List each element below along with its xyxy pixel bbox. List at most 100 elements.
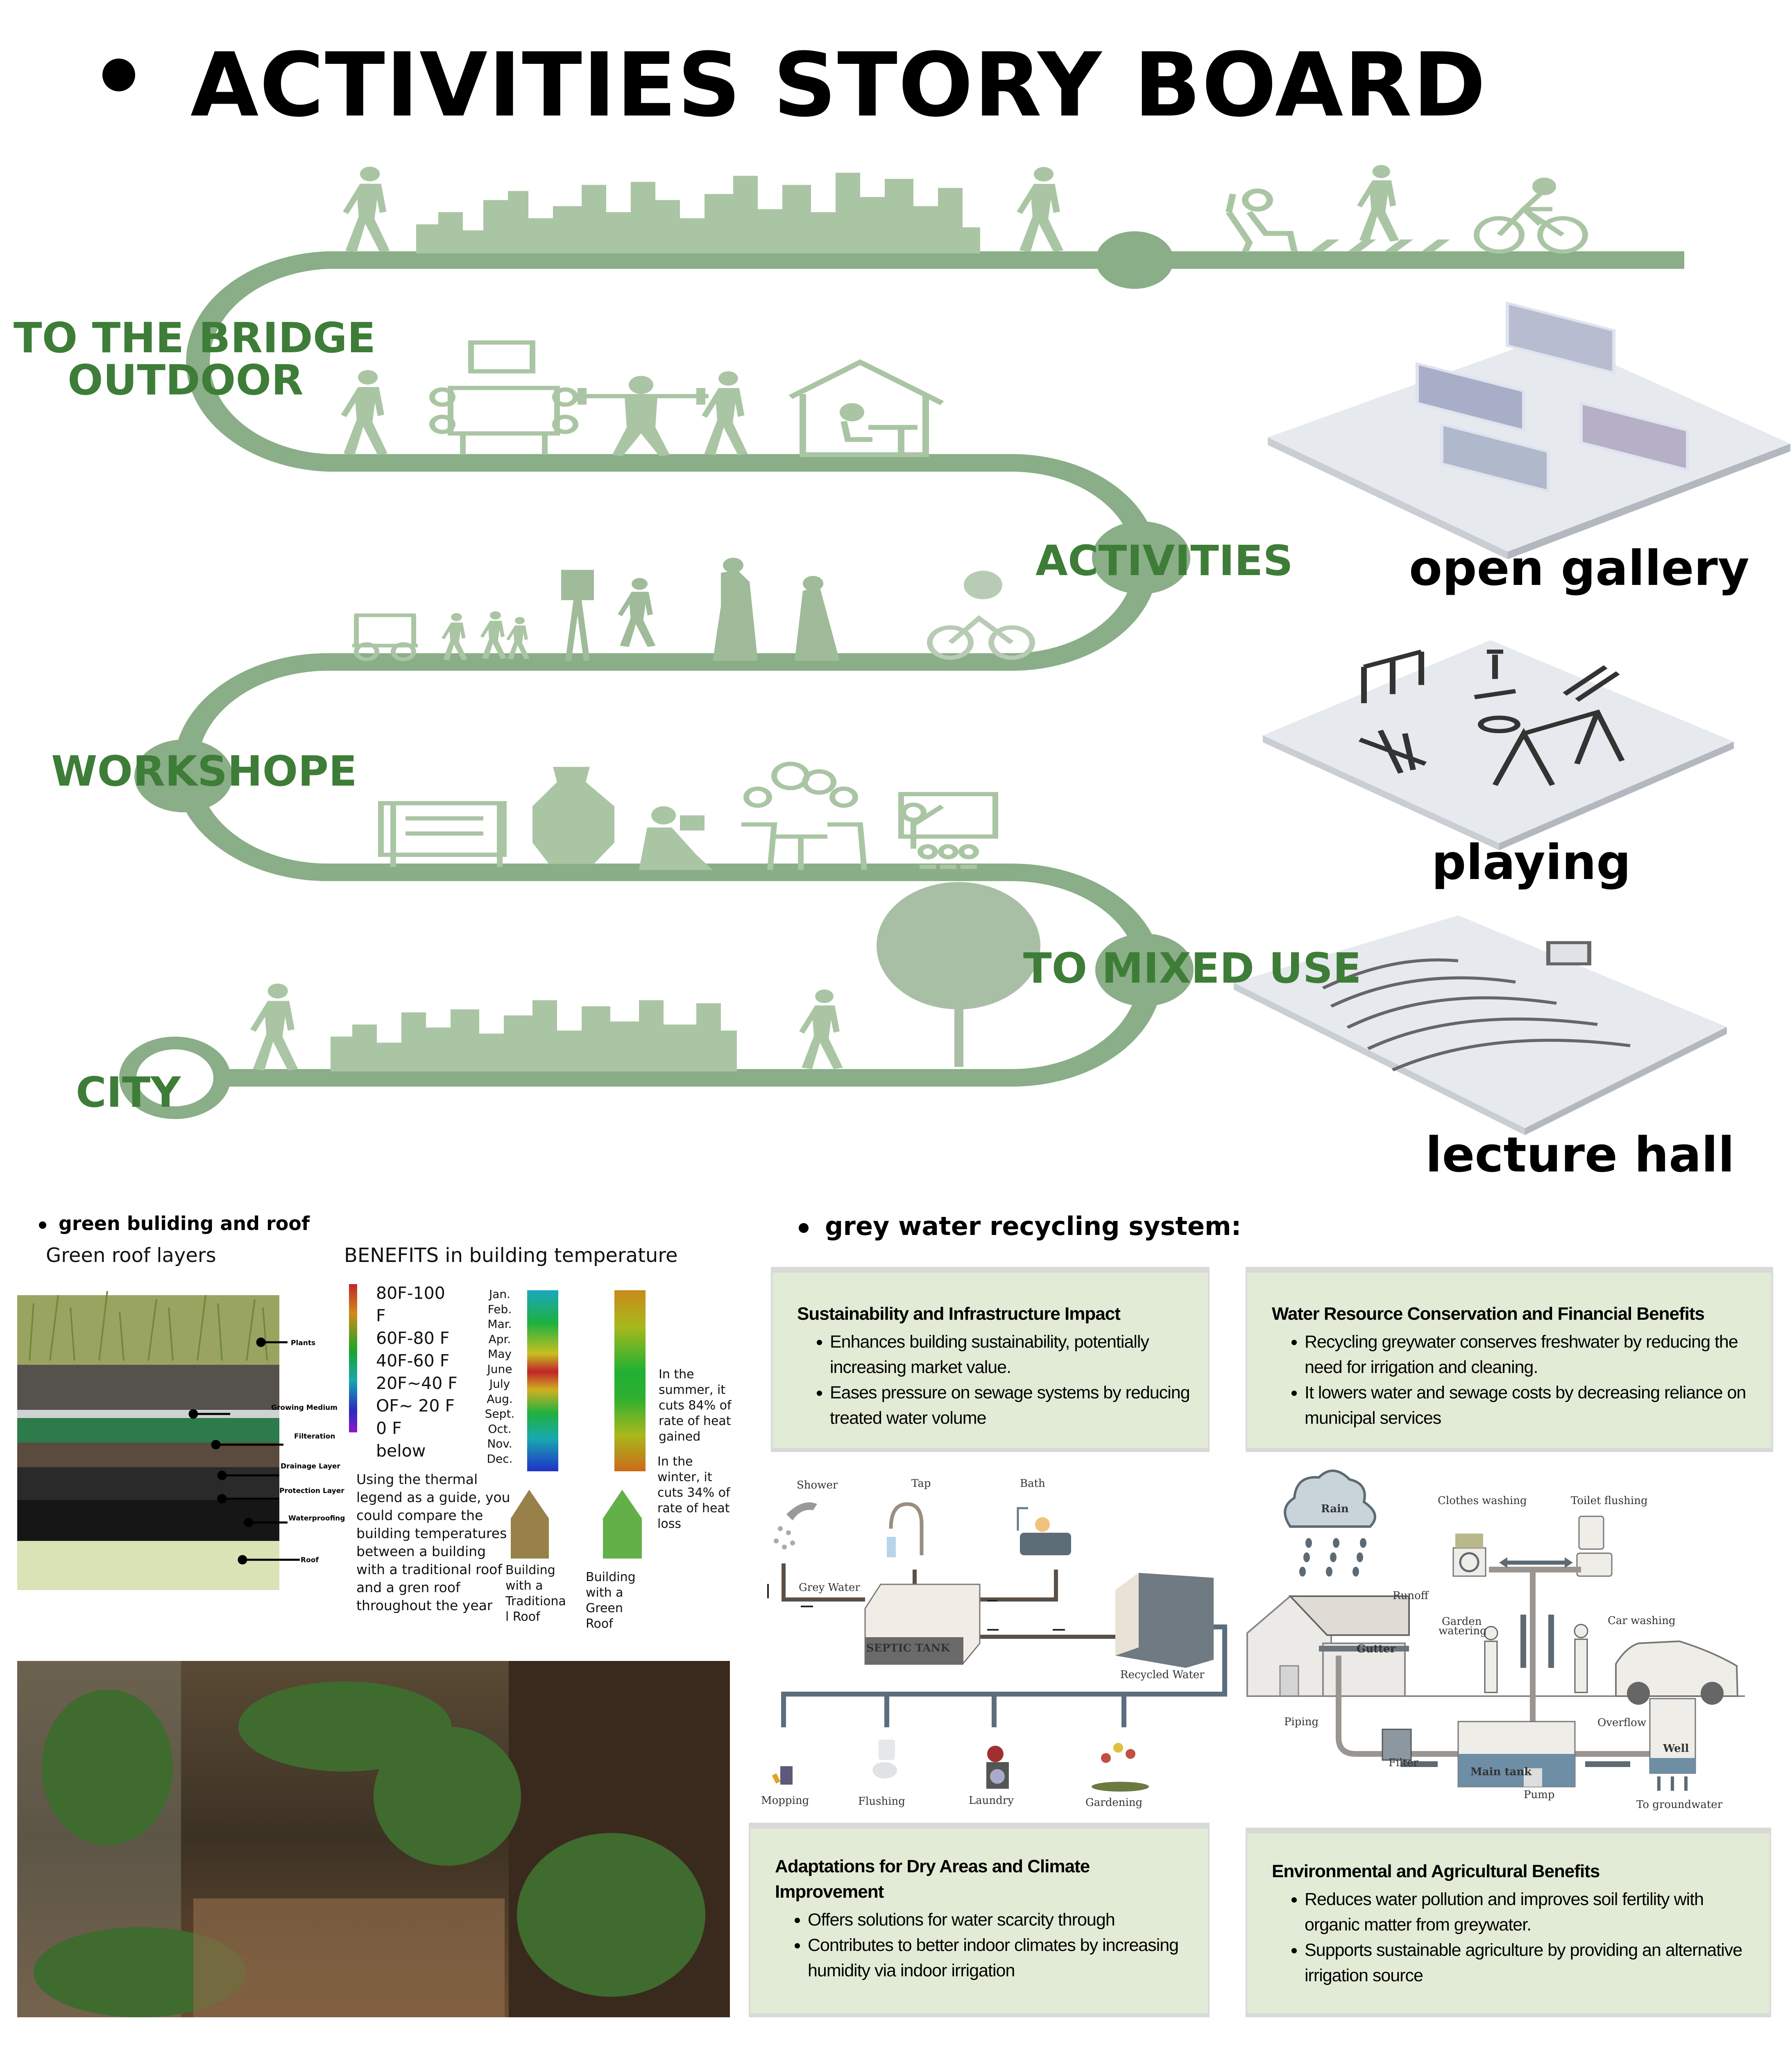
car-icon — [1615, 1640, 1739, 1705]
lecture-hall-illustration — [1234, 915, 1727, 1135]
mop-icon — [772, 1766, 793, 1785]
green-roof-house-icon — [603, 1490, 642, 1559]
septic-tank-label: SEPTIC TANK — [866, 1642, 950, 1654]
reading-child-icon — [639, 806, 713, 870]
card-title: Adaptations for Dry Areas and Climate Im… — [775, 1856, 1090, 1902]
card-bullet: Reduces water pollution and improves soi… — [1305, 1887, 1757, 1937]
month-label: July — [489, 1377, 510, 1391]
label-outdoor: OUTDOOR — [68, 356, 304, 405]
route-line — [174, 251, 1684, 1087]
relaxing-person-icon — [1226, 188, 1298, 253]
skyline-icon — [416, 172, 980, 254]
label-overflow: Overflow — [1597, 1717, 1646, 1729]
month-label: Feb. — [487, 1302, 512, 1316]
vase-icon — [532, 767, 614, 864]
painter-icon — [561, 570, 656, 661]
venue-label-playing: playing — [1432, 834, 1631, 890]
loom-icon — [378, 801, 507, 867]
label-clothes-washing: Clothes washing — [1438, 1495, 1527, 1507]
layer-label-growing-medium: Growing Medium — [271, 1404, 338, 1412]
cyclist-icon — [1474, 177, 1588, 254]
shower-icon — [774, 1502, 817, 1550]
label-main-tank: Main tank — [1470, 1766, 1532, 1778]
label-watering: watering — [1439, 1625, 1487, 1637]
legend-label: OF~ 20 F — [376, 1396, 455, 1416]
label-to-groundwater: To groundwater — [1636, 1799, 1723, 1811]
benefits-title: BENEFITS in building temperature — [344, 1244, 678, 1267]
card-sustainability: Sustainability and Infrastructure Impact… — [771, 1267, 1210, 1452]
layer-label-drainage: Drainage Layer — [281, 1462, 340, 1470]
page-title-text: ACTIVITIES STORY BOARD — [190, 34, 1487, 136]
month-label: Dec. — [487, 1452, 513, 1466]
month-label: Apr. — [488, 1332, 511, 1346]
card-bullet: Supports sustainable agriculture by prov… — [1305, 1937, 1757, 1988]
temperature-legend-bar — [349, 1284, 357, 1432]
city-skyline-icon — [331, 1000, 737, 1072]
month-label: Jan. — [489, 1287, 511, 1301]
label-shower: Shower — [797, 1479, 838, 1491]
temperature-legend-labels: 80F-100 F 60F-80 F 40F-60 F 20F~40 F OF~… — [376, 1282, 458, 1462]
legend-label: 80F-100 — [376, 1283, 445, 1303]
musicians-icon — [713, 555, 840, 661]
legend-label: 40F-60 F — [376, 1351, 450, 1371]
septic-tank-icon — [864, 1584, 981, 1665]
tree-icon — [877, 882, 1040, 1067]
page-title: ACTIVITIES STORY BOARD — [102, 41, 1486, 129]
venue-illustrations — [1234, 301, 1790, 1135]
summer-note: In the summer, it cuts 84% of rate of he… — [659, 1367, 732, 1444]
winter-note: In the winter, it cuts 34% of rate of he… — [657, 1454, 730, 1531]
traditional-roof-caption: Building with a Traditiona l Roof — [505, 1563, 566, 1624]
bullet-icon — [102, 58, 135, 91]
washer-icon — [1452, 1534, 1486, 1577]
label-workshope: WORKSHOPE — [51, 747, 357, 796]
label-flushing: Flushing — [858, 1795, 905, 1808]
building-comparison-icons — [511, 1490, 642, 1559]
node-activities — [1092, 521, 1190, 594]
card-bullet: Enhances building sustainability, potent… — [830, 1329, 1196, 1380]
green-interior-render-image — [17, 1661, 730, 2017]
flow-arrows — [1401, 1557, 1630, 1767]
rainwater-harvesting-diagram: Rain Clothes washing Toilet flushing Run… — [1246, 1469, 1745, 1811]
label-to-the-bridge: TO THE BRIDGE — [14, 314, 376, 362]
grey-water-heading-text: grey water recycling system: — [825, 1211, 1241, 1241]
label-garden: Garden — [1442, 1615, 1482, 1628]
month-label: Aug. — [487, 1392, 513, 1406]
legend-label: below — [376, 1441, 426, 1461]
meeting-table-icon — [429, 340, 578, 455]
label-gardening: Gardening — [1085, 1797, 1142, 1809]
flowers-icon — [1092, 1743, 1149, 1792]
legend-label: F — [376, 1306, 386, 1325]
label-gutter: Gutter — [1357, 1643, 1396, 1655]
venue-label-open-gallery: open gallery — [1409, 540, 1749, 596]
toilet-icon — [1576, 1516, 1613, 1577]
label-rain: Rain — [1321, 1503, 1349, 1515]
well-icon — [1649, 1698, 1696, 1791]
card-bullet: Offers solutions for water scarcity thro… — [808, 1907, 1196, 1932]
green-roof-heading-text: green buliding and roof — [59, 1212, 310, 1235]
label-piping: Piping — [1284, 1716, 1319, 1728]
playing-illustration — [1263, 640, 1734, 850]
label-toilet-flushing: Toilet flushing — [1571, 1495, 1648, 1507]
layer-label-waterproofing: Waterproofing — [288, 1514, 345, 1522]
layer-label-plants: Plants — [291, 1339, 315, 1347]
label-to-mixed-use: TO MIXED USE — [1023, 944, 1362, 993]
traditional-roof-house-icon — [511, 1490, 549, 1559]
card-title: Water Resource Conservation and Financia… — [1272, 1304, 1705, 1324]
label-car-washing: Car washing — [1608, 1615, 1676, 1627]
month-label: Sept. — [485, 1407, 515, 1420]
months-column: Jan. Feb. Mar. Apr. May June July Aug. S… — [481, 1287, 518, 1466]
label-mopping: Mopping — [761, 1794, 809, 1807]
card-water-conservation: Water Resource Conservation and Financia… — [1246, 1267, 1773, 1452]
layer-label-protection: Protection Layer — [279, 1487, 344, 1495]
story-path-diagram — [119, 165, 1684, 1119]
card-environmental: Environmental and Agricultural Benefits … — [1246, 1828, 1771, 2017]
label-bath: Bath — [1020, 1477, 1045, 1490]
discussion-icon — [741, 761, 867, 870]
green-roof-temperature-bar — [614, 1290, 646, 1471]
bath-icon — [1017, 1507, 1071, 1555]
month-label: Mar. — [487, 1317, 512, 1331]
recycled-water-tank-icon — [1115, 1573, 1214, 1668]
venue-label-lecture-hall: lecture hall — [1425, 1126, 1735, 1183]
label-tap: Tap — [911, 1477, 931, 1490]
golf-cart-icon — [352, 613, 418, 661]
